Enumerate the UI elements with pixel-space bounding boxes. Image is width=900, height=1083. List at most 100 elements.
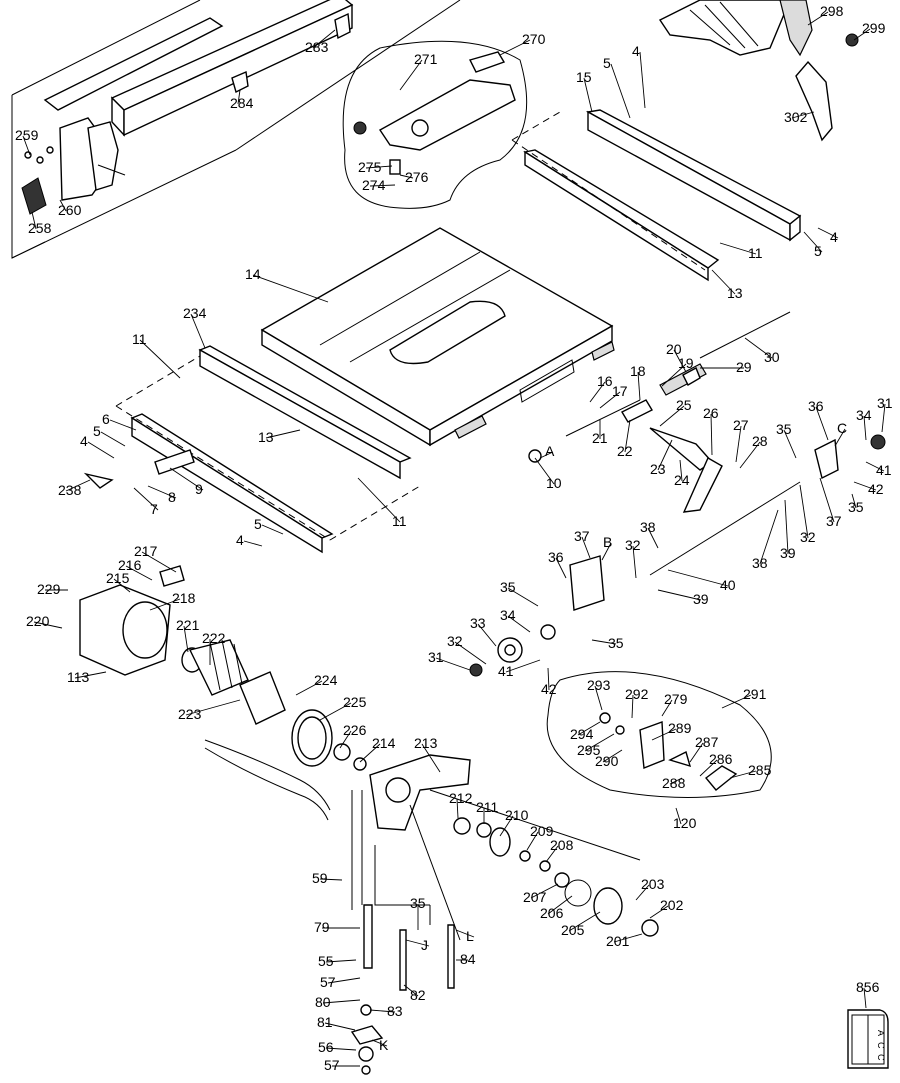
callout-4: 4 (830, 229, 838, 245)
callout-8: 8 (168, 489, 176, 505)
callout-22: 22 (617, 443, 633, 459)
leader-line-208 (545, 845, 559, 863)
leader-line-41 (865, 461, 885, 472)
callout-295: 295 (577, 742, 601, 758)
leader-line-5 (610, 63, 631, 119)
label-856: A C C (847, 1009, 889, 1069)
leader-line-B (601, 542, 612, 561)
leader-line-20 (673, 349, 687, 373)
callout-18: 18 (630, 363, 646, 379)
leader-line-36 (555, 557, 567, 579)
leader-line-37 (581, 536, 591, 559)
callout-11: 11 (748, 245, 763, 261)
callout-13: 13 (727, 285, 743, 301)
leader-line-258 (31, 211, 37, 230)
callout-42: 42 (868, 481, 884, 497)
leader-line-11 (357, 477, 401, 523)
callout-207: 207 (523, 889, 547, 905)
callout-30: 30 (764, 349, 780, 365)
callout-11: 11 (132, 331, 147, 347)
callout-202: 202 (660, 897, 684, 913)
leader-line-294 (577, 721, 601, 736)
callout-labels: 2832842592602582702712752762742982993024… (15, 3, 893, 1073)
leader-line-35 (591, 639, 617, 645)
callout-C: C (837, 420, 847, 436)
callout-275: 275 (358, 159, 382, 175)
callout-856: 856 (856, 979, 880, 995)
callout-37: 37 (574, 528, 590, 544)
leader-line-11 (139, 339, 181, 379)
callout-286: 286 (709, 751, 733, 767)
label-856-letter-a: A (876, 1030, 886, 1036)
leader-line-23 (657, 439, 673, 471)
callout-83: 83 (387, 1003, 403, 1019)
leader-line-15 (583, 77, 593, 113)
leader-line-274 (369, 184, 396, 187)
leader-line-4 (639, 51, 646, 109)
callout-4: 4 (632, 43, 640, 59)
callout-32: 32 (625, 537, 641, 553)
callout-11: 11 (392, 513, 407, 529)
leader-line-207 (530, 883, 559, 899)
callout-293: 293 (587, 677, 611, 693)
callout-19: 19 (678, 355, 694, 371)
leader-line-32 (799, 484, 809, 539)
leader-line-120 (675, 807, 682, 825)
leader-line-206 (547, 895, 573, 915)
callout-32: 32 (800, 529, 816, 545)
callout-16: 16 (597, 373, 613, 389)
callout-35: 35 (608, 635, 624, 651)
rip-fence-assembly (11, 0, 461, 259)
callout-220: 220 (26, 613, 50, 629)
leader-line-39 (784, 499, 789, 555)
leader-line-4 (87, 441, 115, 459)
callout-226: 226 (343, 722, 367, 738)
leader-line-4 (817, 227, 839, 239)
leader-line-17 (599, 391, 621, 409)
leader-line-205 (568, 911, 601, 932)
leader-line-293 (594, 685, 603, 711)
callout-84: 84 (460, 951, 476, 967)
leader-line-260 (59, 199, 67, 212)
callout-294: 294 (570, 726, 594, 742)
callout-38: 38 (752, 555, 768, 571)
label-856-letter-c1: C (876, 1042, 886, 1049)
leader-line-35 (851, 493, 857, 509)
callout-283: 283 (305, 39, 329, 55)
leader-line-217 (141, 551, 177, 573)
table-top (260, 227, 615, 447)
leader-line-34 (863, 415, 867, 441)
leader-line-6 (109, 419, 137, 431)
callout-31: 31 (428, 649, 444, 665)
callout-J: J (421, 937, 428, 953)
callout-A: A (545, 443, 555, 459)
callout-39: 39 (693, 591, 709, 607)
callout-271: 271 (414, 51, 438, 67)
callout-238: 238 (58, 482, 82, 498)
leader-line-37 (819, 477, 835, 523)
callout-31: 31 (877, 395, 893, 411)
leader-line-16 (589, 381, 606, 403)
callout-81: 81 (317, 1014, 333, 1030)
leader-line-216 (125, 565, 153, 581)
leader-line-38 (759, 509, 779, 565)
callout-42: 42 (541, 681, 557, 697)
leader-line-42 (853, 481, 877, 491)
callout-292: 292 (625, 686, 649, 702)
leader-line-39 (657, 589, 702, 601)
leader-line-210 (499, 815, 514, 837)
leader-line-82 (403, 984, 419, 997)
callout-21: 21 (592, 430, 608, 446)
leader-line-113 (74, 671, 107, 679)
leader-line-271 (399, 59, 423, 91)
leader-line-K (371, 1039, 388, 1047)
callout-203: 203 (641, 876, 665, 892)
callout-34: 34 (856, 407, 872, 423)
callout-33: 33 (470, 615, 486, 631)
callout-35: 35 (848, 499, 864, 515)
callout-201: 201 (606, 933, 630, 949)
callout-225: 225 (343, 694, 367, 710)
leader-line-5 (261, 524, 284, 535)
callout-6: 6 (102, 411, 110, 427)
